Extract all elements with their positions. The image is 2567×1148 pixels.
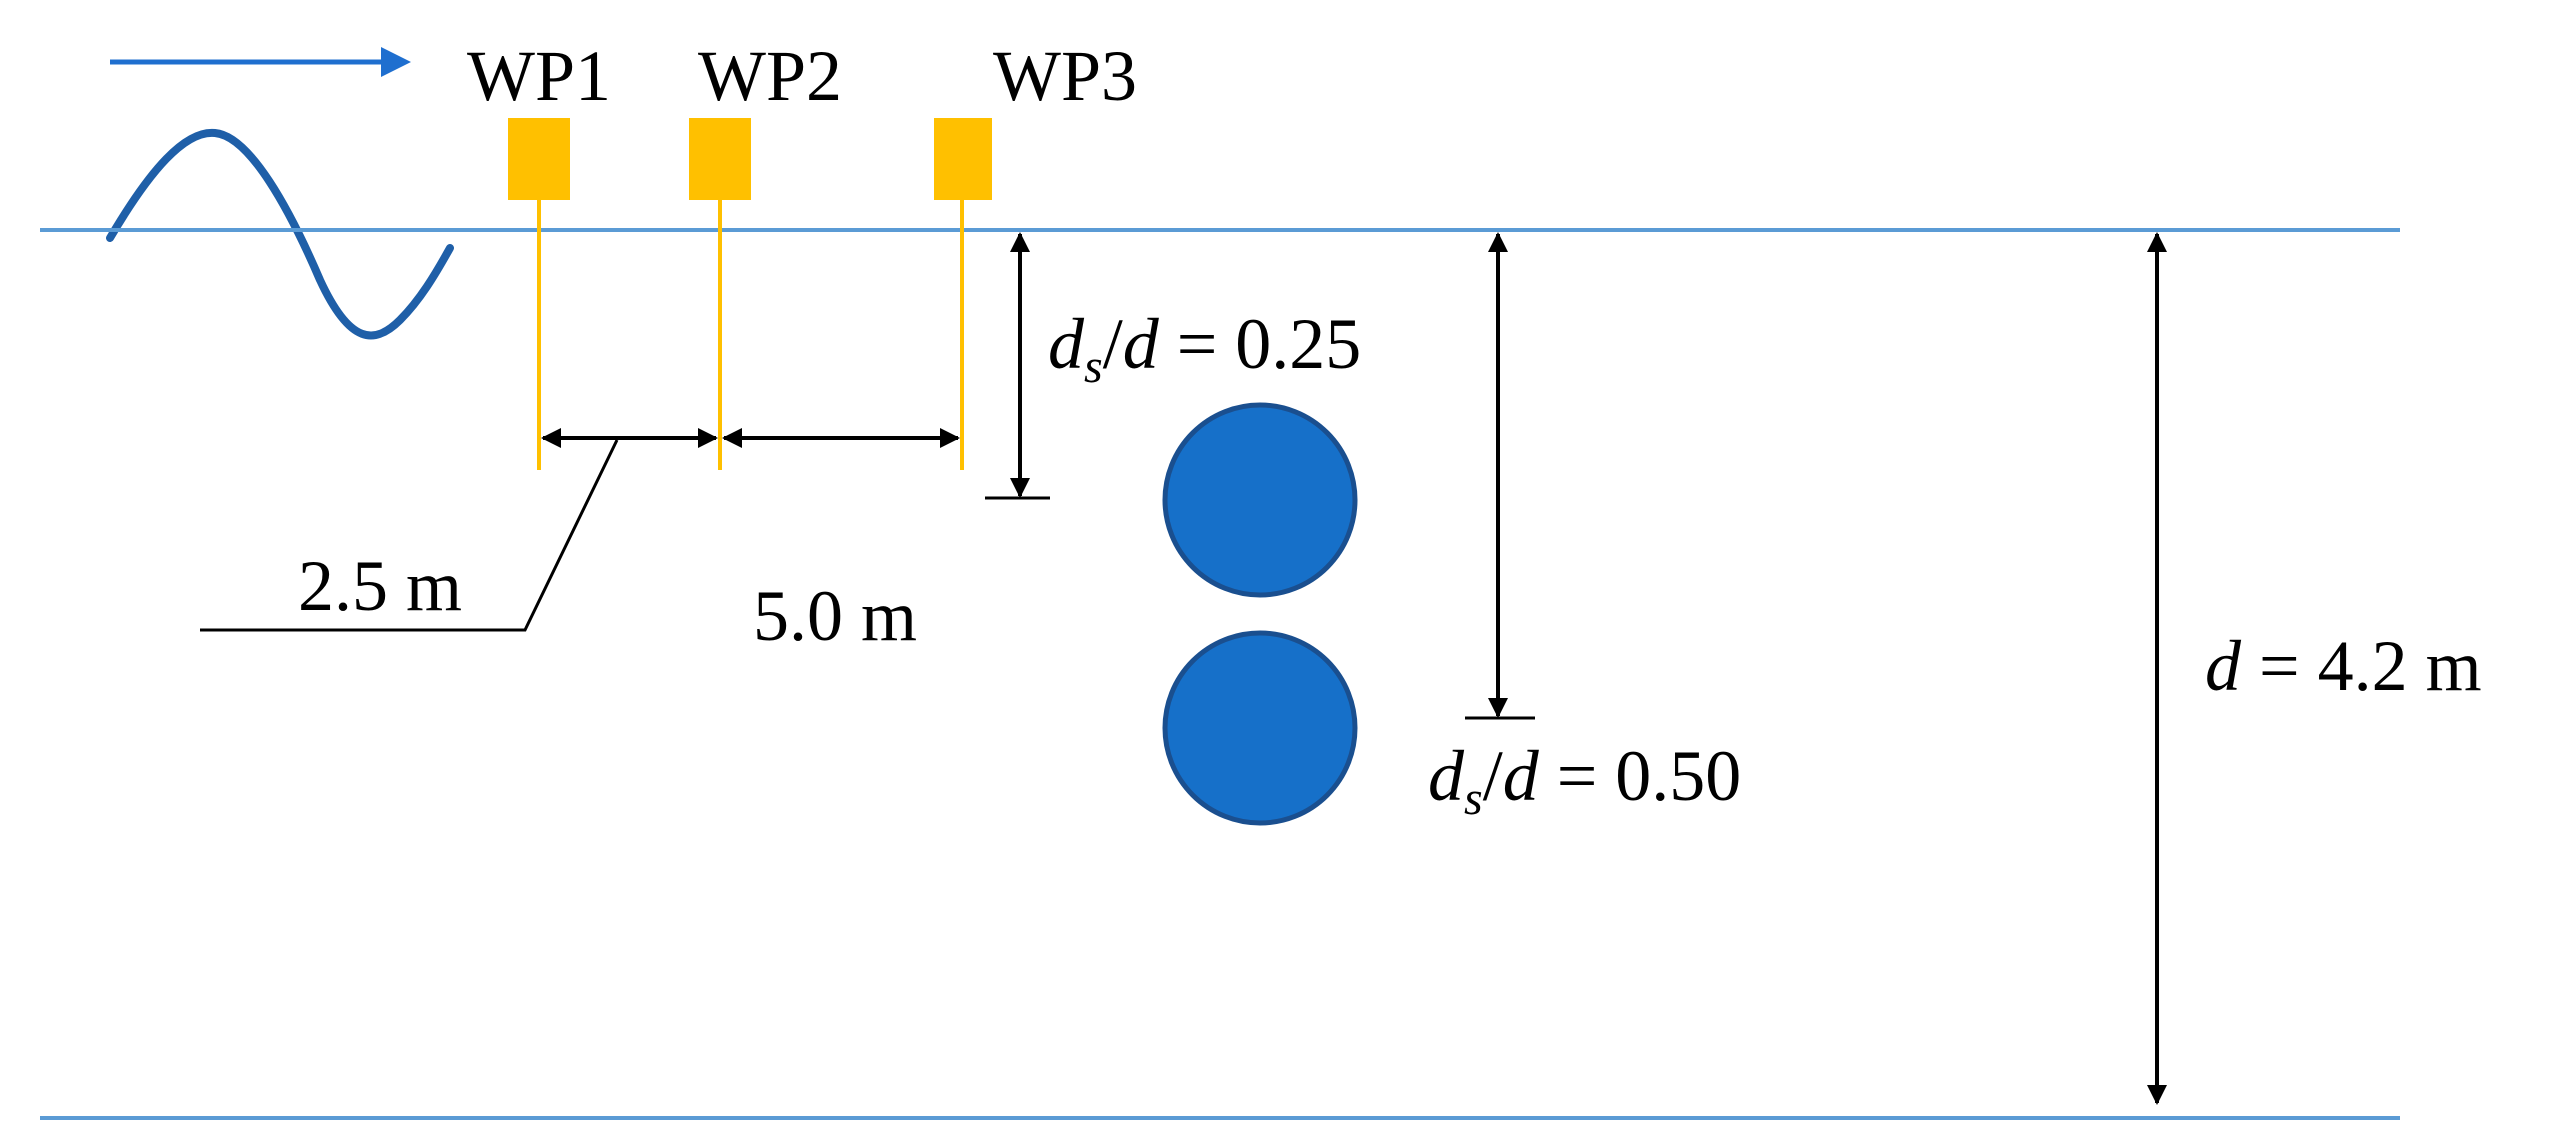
wave-probe-wp3: WP3 (934, 36, 1137, 470)
wave-probe-wp2: WP2 (689, 36, 842, 470)
wave-probe-icon (689, 118, 751, 200)
leader-line-2-5m (200, 439, 619, 632)
wave-probe-wp1: WP1 (467, 36, 611, 470)
spacing-label-5-0m: 5.0 m (753, 576, 917, 656)
circular-cylinder-icon-upper (1162, 402, 1358, 598)
wave-probe-icon (934, 118, 992, 200)
spacing-label-2-5m: 2.5 m (298, 546, 462, 626)
water-depth-label: d = 4.2 m (2205, 626, 2482, 706)
incident-wave-icon (106, 128, 454, 340)
probe-label-wp3: WP3 (993, 36, 1137, 116)
probe-label-wp2: WP2 (698, 36, 842, 116)
submergence-label-025: ds/d = 0.25 (1048, 304, 1361, 393)
probe-label-wp1: WP1 (467, 36, 611, 116)
wave-probe-icon (508, 118, 570, 200)
circular-cylinder-icon-lower (1162, 630, 1358, 826)
submergence-label-050: ds/d = 0.50 (1428, 736, 1741, 825)
